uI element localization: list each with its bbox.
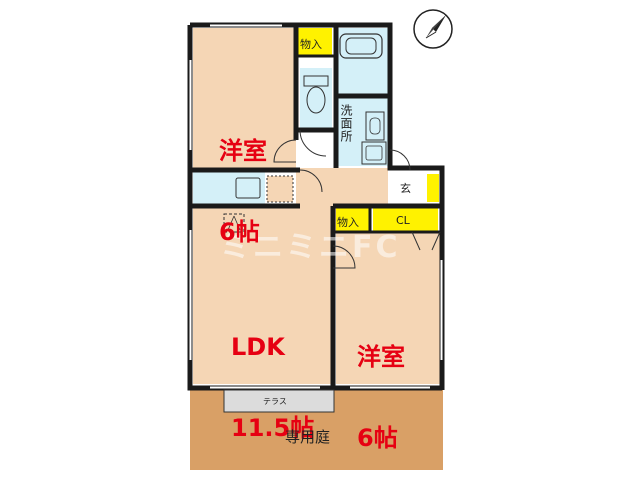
toilet-tank <box>303 75 329 87</box>
closet-label: CL <box>396 214 410 227</box>
western-room-north-size: 6帖 <box>219 218 260 246</box>
toilet-bowl <box>306 86 326 114</box>
storage-north-fill <box>296 28 332 56</box>
watermark-text: ミニミニFC <box>220 230 401 265</box>
kitchen-sink <box>235 177 261 199</box>
western-room-north-label: 洋室 6帖 <box>219 84 267 273</box>
entrance-label: 玄 <box>400 182 411 195</box>
terrace-label: テラス <box>263 397 287 406</box>
windows <box>188 23 444 390</box>
western-room-south-floor <box>336 232 440 384</box>
western-room-south-name: 洋室 <box>357 343 405 371</box>
hall-floor <box>296 168 388 206</box>
shoe-box-fill <box>427 174 439 202</box>
western-room-south-label: 洋室 6帖 <box>357 290 405 479</box>
washbasin <box>365 111 385 141</box>
storage-south-fill <box>336 208 370 232</box>
storage-south-label: 物入 <box>337 216 359 229</box>
compass-north-icon <box>412 8 454 50</box>
storage-north-label: 物入 <box>300 38 322 51</box>
closet-fill <box>373 208 438 232</box>
ldk-floor <box>193 206 331 384</box>
ldk-label: LDK 11.5帖 <box>231 280 314 469</box>
ldk-size: 11.5帖 <box>231 414 315 442</box>
western-room-north-name: 洋室 <box>219 137 267 165</box>
bathtub <box>339 33 383 59</box>
fridge-space <box>223 213 245 233</box>
washroom-label: 洗面所 <box>339 104 353 143</box>
door-swings <box>273 129 441 269</box>
ldk-name: LDK <box>231 333 285 361</box>
washing-machine-space <box>361 141 387 165</box>
western-room-south-size: 6帖 <box>357 424 398 452</box>
western-room-north-floor <box>193 28 296 168</box>
private-garden-label: 専用庭 <box>285 428 331 446</box>
stove <box>266 175 294 203</box>
terrace-slab <box>223 389 335 413</box>
